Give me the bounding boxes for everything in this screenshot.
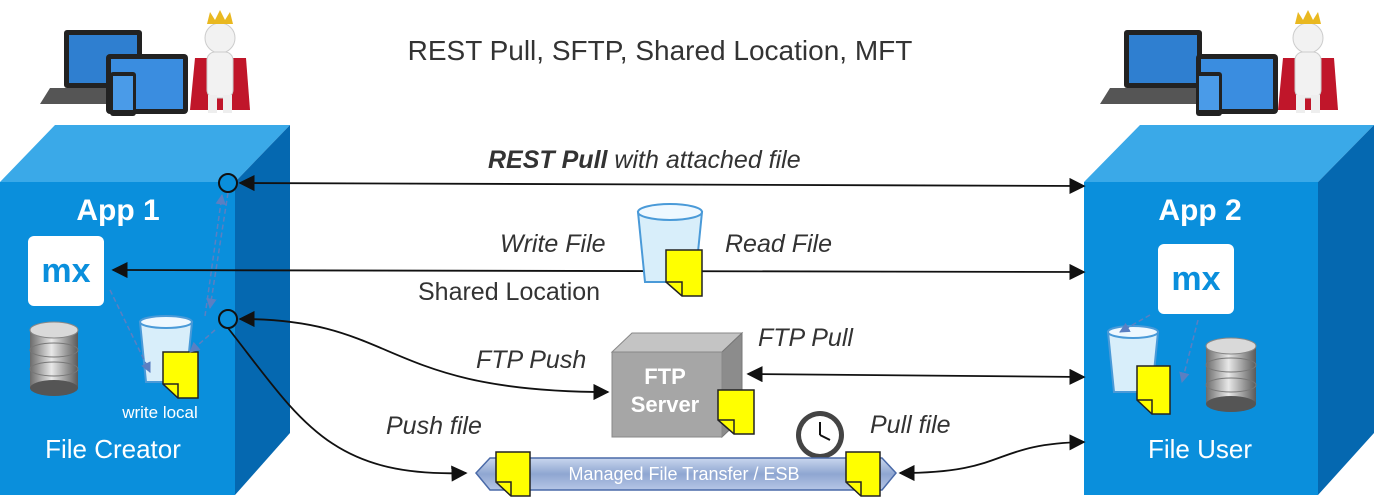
pull-file-arrow — [898, 434, 1086, 482]
internal-links-right — [1119, 314, 1199, 384]
write-local-label: write local — [121, 403, 198, 422]
rest-pull-arrow — [238, 174, 1086, 195]
pull-file-label: Pull file — [870, 411, 951, 439]
document-icon-shared — [665, 249, 703, 297]
document-icon-right — [1136, 365, 1171, 415]
app2-role-label: File User — [1148, 434, 1252, 464]
endpoint-node-push — [218, 309, 238, 329]
app1-role-label: File Creator — [45, 434, 181, 464]
app1-label: App 1 — [76, 194, 159, 227]
app2-label: App 2 — [1158, 194, 1241, 227]
database-icon-left — [29, 321, 79, 396]
ftp-pull-arrow — [746, 366, 1086, 385]
svg-text:mx: mx — [1171, 260, 1220, 298]
ftp-server-label-2: Server — [631, 392, 700, 417]
database-icon-right — [1205, 337, 1257, 412]
mft-esb-bar — [475, 457, 897, 491]
read-file-label: Read File — [725, 230, 832, 258]
devices-icon-left — [40, 30, 188, 116]
ftp-push-arrow — [238, 310, 610, 401]
mft-esb-label: Managed File Transfer / ESB — [568, 464, 799, 484]
diagram-title: REST Pull, SFTP, Shared Location, MFT — [408, 35, 913, 66]
ftp-push-label: FTP Push — [476, 346, 586, 374]
document-icon-mft-right — [845, 451, 881, 497]
svg-text:mx: mx — [41, 252, 90, 290]
mx-logo-right: mx — [1158, 244, 1234, 314]
document-icon-mft-left — [495, 451, 531, 497]
ftp-pull-label: FTP Pull — [758, 324, 854, 352]
rest-pull-label: REST Pull with attached file — [488, 146, 801, 174]
internal-links-left — [109, 192, 229, 373]
clock-icon — [796, 411, 844, 459]
king-icon-left — [190, 10, 250, 113]
endpoint-node-rest — [218, 173, 238, 193]
push-file-label: Push file — [386, 412, 482, 440]
push-file-arrow — [227, 327, 468, 482]
mx-logo-left: mx — [28, 236, 104, 306]
ftp-server-label-1: FTP — [644, 364, 686, 389]
document-icon-ftp — [717, 389, 755, 435]
devices-icon-right — [1100, 30, 1278, 116]
write-file-label: Write File — [500, 230, 606, 258]
shared-location-arrow — [111, 261, 1086, 281]
king-icon-right — [1278, 10, 1338, 113]
shared-location-label: Shared Location — [418, 278, 600, 306]
